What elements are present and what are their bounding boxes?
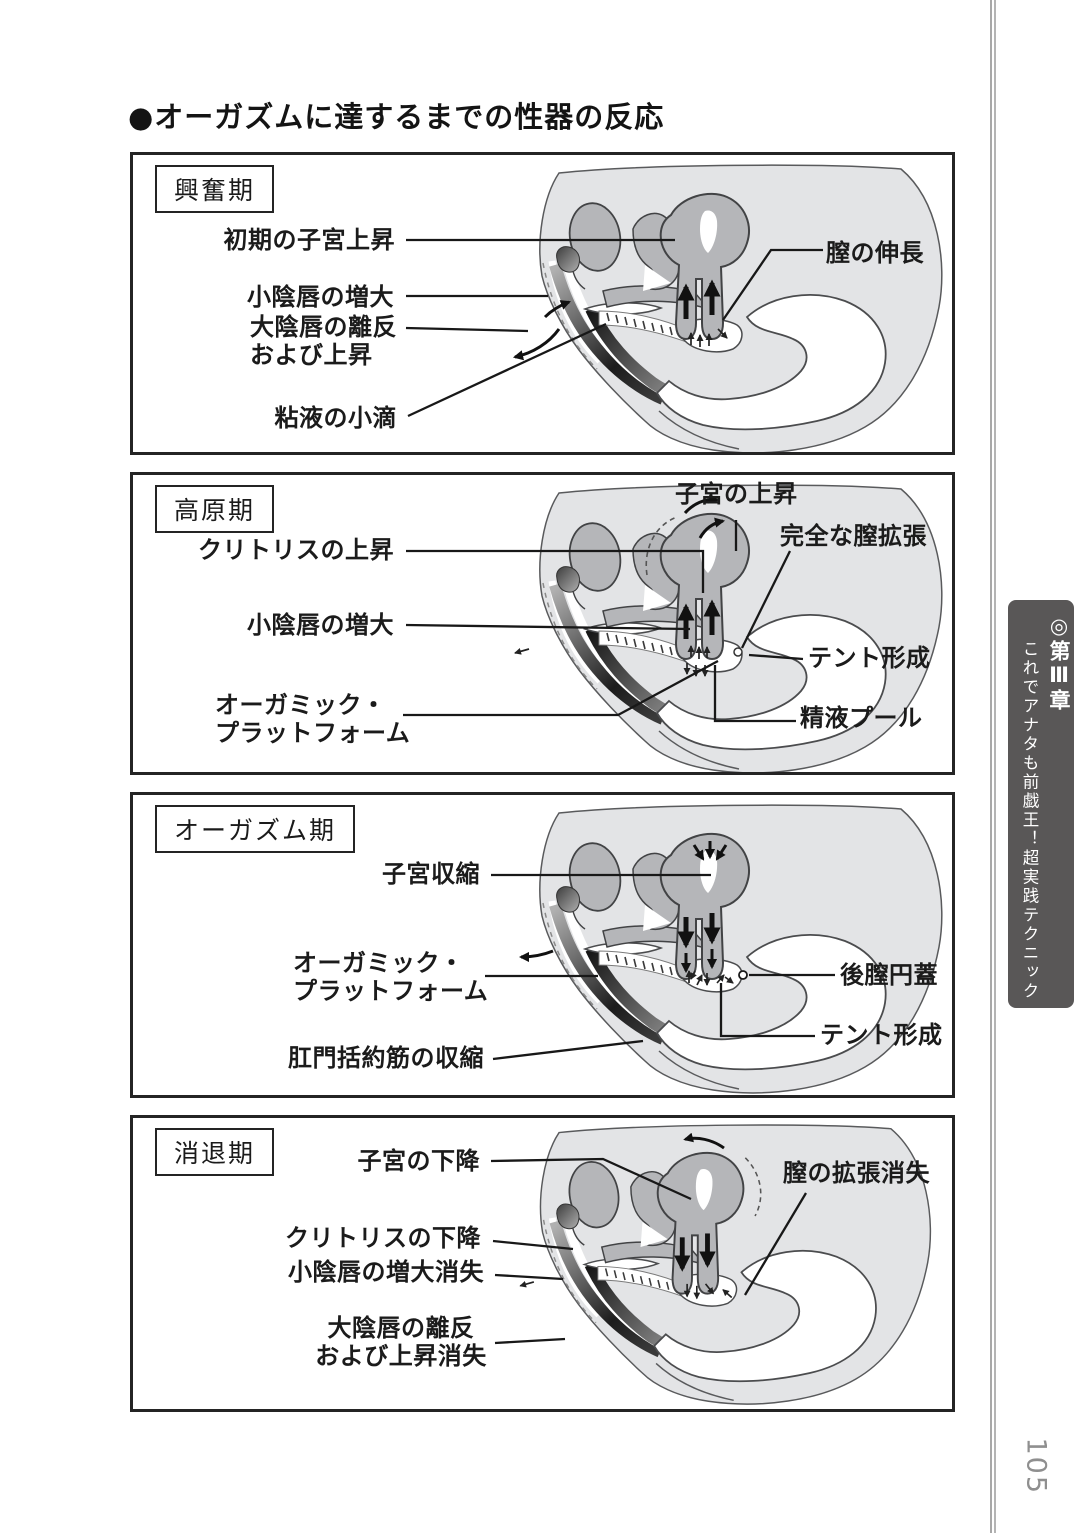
- panel-plateau-phase: 高原期 クリトリスの上昇 小陰唇の増大 オーガミック・ プラットフォーム 子宮の…: [130, 472, 955, 775]
- label-orgasmic-platform: オーガミック・ プラットフォーム: [293, 949, 489, 1006]
- chapter-tab: ◎第Ⅲ章 これでアナタも前戯王！超実践テクニック: [1008, 600, 1074, 1008]
- label-anal-sphincter-contraction: 肛門括約筋の収縮: [288, 1044, 484, 1072]
- label-tent-formation: テント形成: [808, 644, 931, 672]
- chapter-tab-subtitle: これでアナタも前戯王！超実践テクニック: [1020, 640, 1039, 1001]
- label-posterior-fornix: 後膣円蓋: [840, 961, 938, 989]
- leader-lines: [485, 873, 835, 1061]
- page-number: 105: [1020, 1437, 1052, 1496]
- label-vaginal-elongation: 膣の伸長: [826, 239, 924, 267]
- leader-lines: [490, 1157, 807, 1345]
- label-labia-minora-enlargement: 小陰唇の増大: [247, 611, 394, 639]
- phase-box-excitement: 興奮期: [155, 165, 275, 213]
- phase-box-resolution: 消退期: [155, 1128, 275, 1176]
- page-edge-rule: [990, 0, 996, 1533]
- phase-box-plateau: 高原期: [155, 485, 275, 533]
- phase-box-orgasm: オーガズム期: [155, 805, 356, 853]
- label-uterus-descent: 子宮の下降: [357, 1147, 480, 1175]
- panel-resolution-phase: 消退期 子宮の下降 クリトリスの下降 小陰唇の増大消失 大陰唇の離反 および上昇…: [130, 1115, 955, 1412]
- label-initial-uterus-elevation: 初期の子宮上昇: [223, 226, 395, 254]
- label-labia-minora-loss: 小陰唇の増大消失: [288, 1258, 484, 1286]
- diagram-orgasm: [485, 795, 952, 1095]
- panel-excitement-phase: 興奮期 初期の子宮上昇 小陰唇の増大 大陰唇の離反 および上昇 粘液の小滴 膣の…: [130, 152, 955, 455]
- label-orgasmic-platform: オーガミック・ プラットフォーム: [215, 691, 411, 748]
- diagram-plateau: [403, 475, 952, 772]
- label-labia-minora-enlargement: 小陰唇の増大: [247, 283, 394, 311]
- label-labia-majora-loss: 大陰唇の離反 および上昇消失: [315, 1314, 487, 1371]
- label-mucus-droplets: 粘液の小滴: [274, 404, 397, 432]
- label-semen-pool: 精液プール: [800, 704, 923, 732]
- chapter-tab-title: ◎第Ⅲ章: [1047, 614, 1071, 712]
- label-labia-majora-separation: 大陰唇の離反 および上昇: [250, 313, 397, 370]
- label-clitoris-descent: クリトリスの下降: [285, 1224, 481, 1252]
- panel-orgasm-phase: オーガズム期 子宮収縮 オーガミック・ プラットフォーム 肛門括約筋の収縮 後膣…: [130, 792, 955, 1098]
- diagram-resolution: [490, 1118, 952, 1409]
- leader-lines: [405, 238, 823, 418]
- label-vaginal-expansion-loss: 膣の拡張消失: [783, 1159, 930, 1187]
- page-title: ●オーガズムに達するまでの性器の反応: [128, 100, 665, 134]
- label-tent-formation: テント形成: [820, 1021, 943, 1049]
- label-uterus-elevation: 子宮の上昇: [675, 480, 798, 508]
- leader-lines: [403, 517, 804, 723]
- label-full-vaginal-expansion: 完全な膣拡張: [780, 522, 927, 550]
- label-clitoris-elevation: クリトリスの上昇: [198, 536, 394, 564]
- phase-label: 消退期: [174, 1139, 256, 1168]
- label-uterine-contraction: 子宮収縮: [382, 860, 480, 888]
- diagram-excitement: [405, 155, 952, 452]
- phase-label: 高原期: [174, 496, 256, 525]
- phase-label: 興奮期: [174, 176, 256, 205]
- phase-label: オーガズム期: [174, 816, 337, 845]
